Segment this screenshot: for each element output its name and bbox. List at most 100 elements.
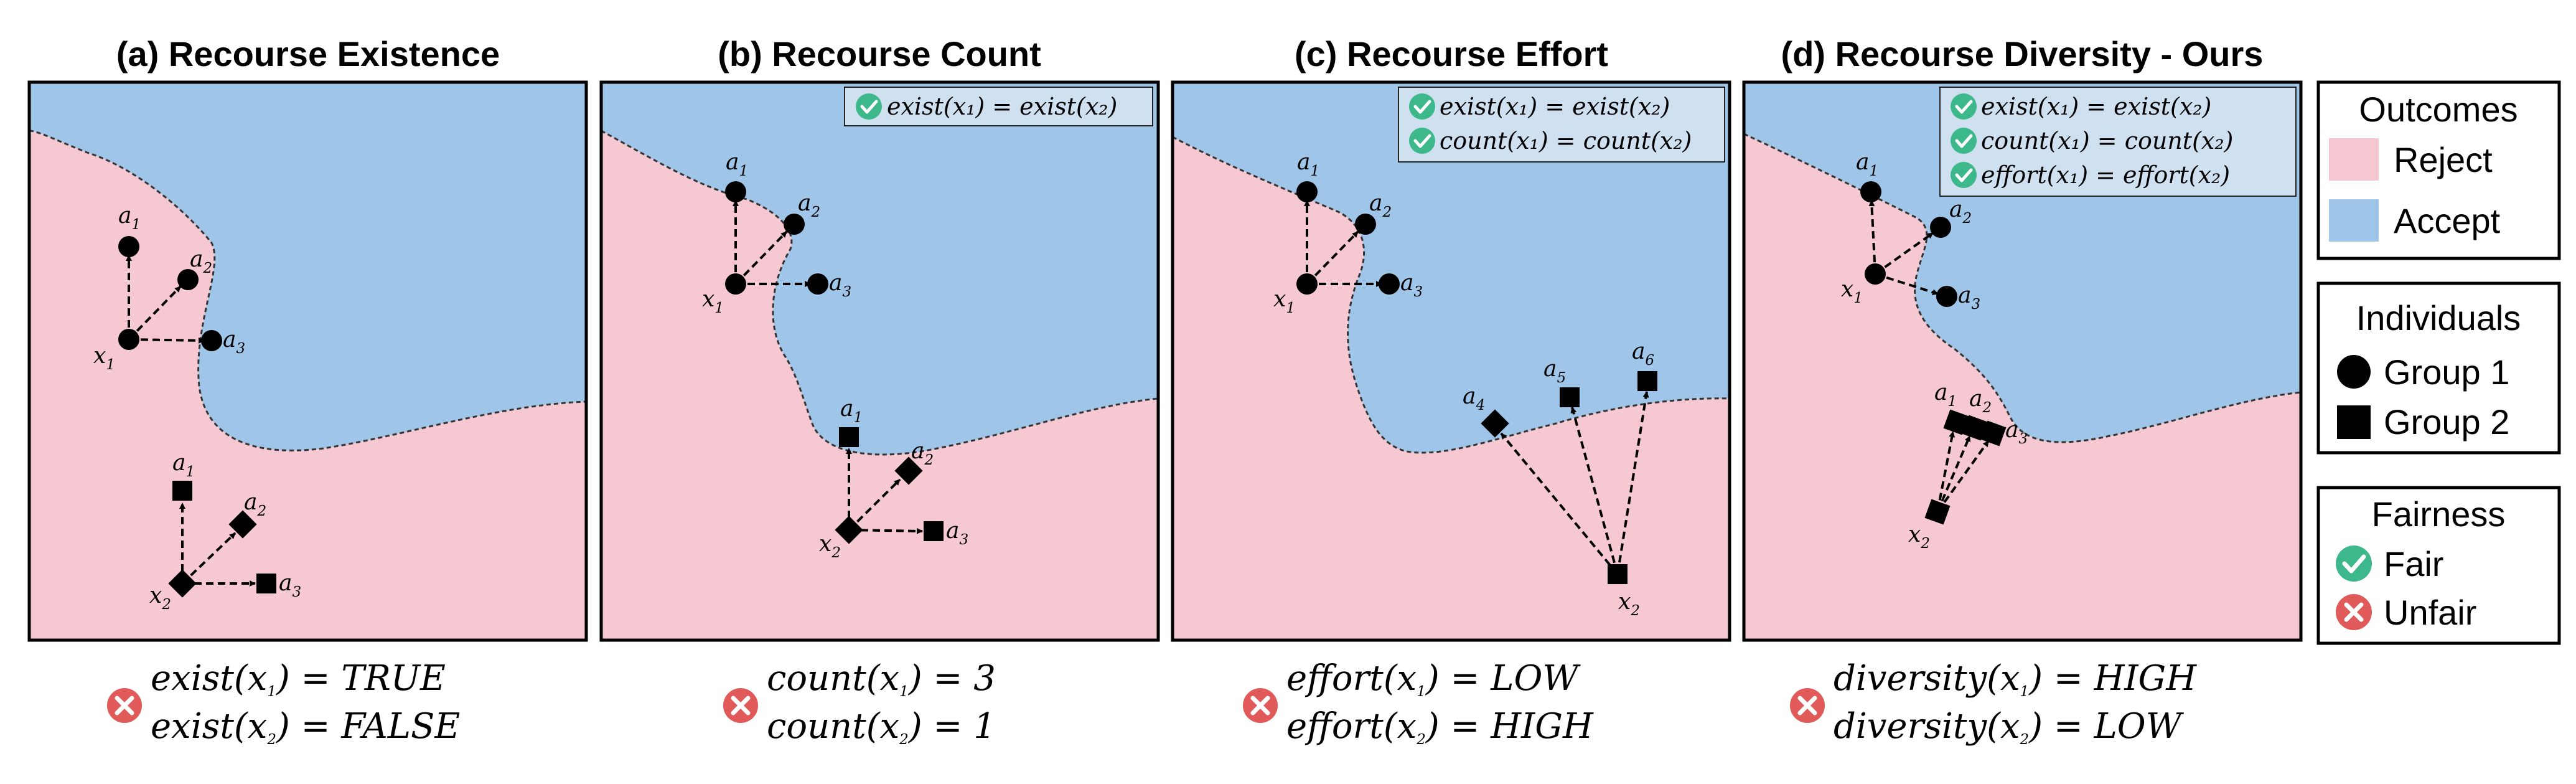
equation-line: count(x1) = 3 — [767, 658, 996, 700]
panel-a-result: exist(x1) = TRUE exist(x2) = FALSE — [107, 658, 460, 748]
panel-d-plot: exist(x₁) = exist(x₂) count(x₁) = count(… — [1742, 80, 2303, 642]
recourse-point — [1560, 387, 1580, 407]
legend-outcomes: Outcomes Reject Accept — [2316, 80, 2561, 260]
fair-icon — [1409, 128, 1435, 154]
a-label: a3 — [829, 270, 851, 300]
a-label: a3 — [223, 327, 245, 357]
recourse-arrow — [1500, 432, 1619, 575]
panel-b-title: (b) Recourse Count — [718, 34, 1041, 73]
a-label: a2 — [1969, 386, 1992, 416]
check-mark — [1955, 168, 1973, 182]
a-label: a1 — [840, 396, 863, 426]
panel-d: (d) Recourse Diversity - Ours exist(x₁) … — [1742, 34, 2303, 748]
panel-c-title: (c) Recourse Effort — [1295, 34, 1608, 73]
equation-line: diversity(x2) = LOW — [1834, 706, 2185, 748]
recourse-point — [177, 269, 199, 290]
decision-boundary — [1743, 133, 2302, 443]
check-mark — [1955, 100, 1973, 114]
equation-line: exist(x2) = FALSE — [151, 706, 460, 748]
group1-individual — [725, 273, 746, 295]
recourse-arrow — [128, 337, 205, 344]
condition-text: exist(x₁) = exist(x₂) — [1981, 93, 2211, 120]
condition-text: count(x₁) = count(x₂) — [1981, 127, 2233, 154]
decision-boundary — [1172, 136, 1730, 454]
fair-icon — [1951, 128, 1977, 154]
x2-label: x2 — [1908, 522, 1930, 552]
accept-region — [601, 82, 1158, 455]
circle-marker-icon — [2337, 355, 2371, 389]
recourse-point — [924, 521, 944, 541]
panel-a-title: (a) Recourse Existence — [116, 34, 500, 73]
a-label: a2 — [1369, 191, 1392, 220]
legend-reject-label: Reject — [2394, 140, 2493, 179]
recourse-arrow — [1570, 407, 1619, 575]
x2-label: x2 — [149, 583, 171, 613]
square-marker-icon — [2337, 405, 2371, 439]
accept-region — [29, 82, 586, 451]
panel-c-frame — [1171, 80, 1731, 642]
recourse-point — [1936, 286, 1957, 307]
fair-icon — [856, 93, 882, 120]
a-label: a3 — [279, 570, 301, 600]
equation-line: count(x2) = 1 — [767, 706, 996, 748]
legend-fair-label: Fair — [2384, 544, 2443, 583]
equation-line: exist(x1) = TRUE — [151, 658, 446, 700]
unfair-cross — [1797, 696, 1817, 716]
check-mark — [1955, 134, 1973, 148]
panel-b-plot: exist(x₁) = exist(x₂) x1 a1 a2 a3 x2 a1 … — [599, 80, 1160, 642]
condition-box — [1939, 87, 2297, 197]
panel-b-frame — [599, 80, 1160, 642]
group2-individual — [1608, 564, 1628, 584]
condition-box — [1398, 87, 1725, 163]
check-mark — [860, 100, 878, 114]
check-mark — [1413, 134, 1431, 148]
panel-d-result: diversity(x1) = HIGH diversity(x2) = LOW — [1790, 658, 2197, 748]
x1-label: x1 — [93, 343, 115, 373]
recourse-point — [1980, 420, 2007, 446]
fair-icon — [2336, 545, 2372, 582]
group2-individual — [835, 516, 863, 544]
a-label: a4 — [1463, 384, 1485, 413]
accept-swatch — [2329, 199, 2379, 242]
legend-group2-label: Group 2 — [2384, 402, 2509, 442]
check-mark — [2342, 554, 2366, 574]
equation-line: effort(x2) = HIGH — [1286, 706, 1594, 748]
panel-a: (a) Recourse Existence x1 a1 a2 a3 — [27, 34, 588, 748]
a-label: a1 — [1856, 149, 1878, 179]
condition-text: exist(x₁) = exist(x₂) — [1440, 93, 1670, 120]
recourse-point — [839, 427, 859, 447]
x2-label: x2 — [819, 531, 841, 561]
a-label: a2 — [244, 489, 266, 519]
recourse-arrow — [848, 478, 901, 531]
recourse-point — [1355, 214, 1376, 235]
unfair-cross — [2344, 602, 2364, 622]
recourse-arrow — [1936, 431, 1955, 512]
equation-line: diversity(x1) = HIGH — [1834, 658, 2197, 700]
recourse-arrow — [1868, 200, 1876, 275]
reject-swatch — [2329, 138, 2379, 181]
legend-individuals-title: Individuals — [2356, 298, 2521, 338]
recourse-point — [201, 330, 222, 351]
a-label: a1 — [1297, 149, 1319, 179]
a-label: a1 — [1934, 380, 1957, 410]
panel-c-plot: exist(x₁) = exist(x₂) count(x₁) = count(… — [1171, 80, 1731, 642]
unfair-cross — [731, 696, 751, 716]
panel-a-plot: x1 a1 a2 a3 x2 a1 a2 a3 — [27, 80, 588, 642]
recourse-point — [725, 181, 746, 202]
a-label: a1 — [172, 450, 195, 480]
recourse-point — [1943, 409, 1969, 435]
recourse-arrow — [181, 532, 237, 585]
x1-label: x1 — [1273, 286, 1295, 316]
condition-box — [844, 87, 1153, 126]
group1-individual — [1296, 273, 1318, 295]
a-label: a1 — [118, 203, 141, 233]
recourse-point — [1379, 273, 1400, 295]
group2-individual — [1924, 499, 1951, 525]
recourse-arrow — [734, 230, 788, 285]
a-label: a5 — [1543, 356, 1566, 386]
recourse-point — [784, 214, 805, 235]
group1-individual — [118, 329, 139, 350]
recourse-arrow — [1616, 391, 1649, 575]
x1-label: x1 — [1841, 276, 1863, 306]
